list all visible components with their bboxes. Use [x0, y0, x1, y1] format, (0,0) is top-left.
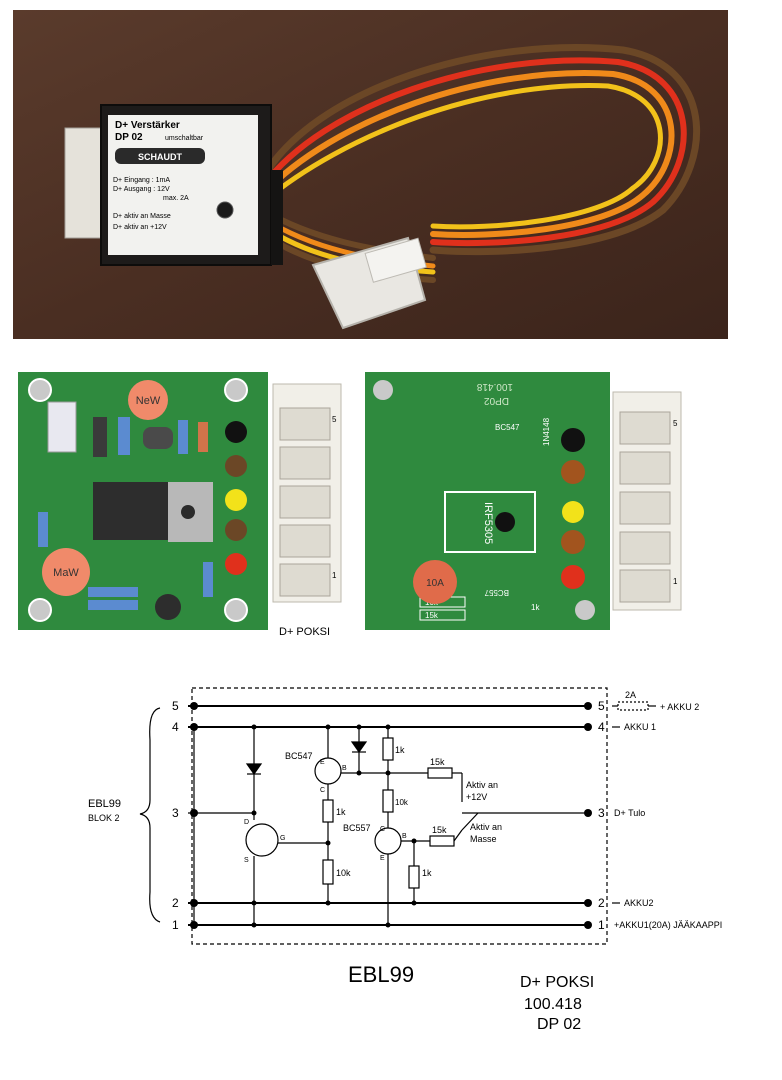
mosfet-heatsink	[93, 482, 173, 540]
fuse-label: 2A	[625, 690, 636, 700]
mosfet-pin-g: G	[280, 835, 285, 842]
ebl99-label: EBL99	[88, 798, 121, 810]
akku1-fridge-label: +AKKU1(20A) JÄÄKAAPPI	[614, 920, 722, 930]
silk-irf: IRF5305	[482, 502, 494, 544]
back-pin-5-label: 5	[673, 419, 678, 428]
bc557-pin-c: C	[380, 826, 385, 833]
bc557-pin-e: E	[380, 855, 385, 862]
akku2-top-label: + AKKU 2	[660, 702, 699, 712]
spec-input: D+ Eingang : 1mA	[113, 177, 170, 184]
photo-pcb-component-side: NeW MaW 5 1	[18, 372, 354, 630]
brand-text: SCHAUDT	[138, 152, 183, 162]
right-pin-3: 3	[598, 806, 605, 820]
switch-hole	[216, 201, 234, 219]
diode-1	[245, 763, 263, 776]
akku1-label: AKKU 1	[624, 722, 656, 732]
right-pin-4: 4	[598, 720, 605, 734]
r15k-b-label: 15k	[432, 825, 447, 835]
bc547-pin-e: E	[320, 759, 325, 766]
r15k-a-label: 15k	[430, 757, 445, 767]
silk-1n4148: 1N4148	[542, 417, 551, 446]
resistor-1k-c	[408, 865, 420, 889]
left-pin-5: 5	[172, 699, 179, 713]
sticker-new-text: NeW	[136, 395, 161, 407]
poksi-label: D+ POKSI	[279, 626, 331, 638]
module-label-plate	[108, 115, 258, 255]
left-pin-3: 3	[172, 806, 179, 820]
diode-2	[350, 741, 368, 754]
bc557-label: BC557	[343, 823, 371, 833]
r10k-a-label: 10k	[336, 868, 351, 878]
mosfet-pin-d: D	[244, 819, 249, 826]
right-pin-1: 1	[598, 918, 605, 932]
aktiv-12v-line2: +12V	[466, 792, 487, 802]
footer-line-3: DP 02	[537, 1016, 582, 1033]
mosfet-symbol	[245, 823, 279, 857]
resistor-10k-b	[382, 789, 394, 813]
terminal-connector-back: 5 1	[612, 391, 682, 611]
silk-id: 100.418	[476, 381, 513, 392]
bc547-pin-c: C	[320, 787, 325, 794]
fuse-2a	[617, 701, 649, 711]
sticker-maw	[42, 548, 90, 596]
ebl99-title: EBL99	[348, 962, 415, 987]
left-pin-4: 4	[172, 720, 179, 734]
module-mode: umschaltbar	[165, 135, 204, 142]
module-title: D+ Verstärker	[115, 120, 180, 131]
right-pin-2: 2	[598, 896, 605, 910]
silk-bc547: BC547	[495, 423, 520, 432]
left-pin-1: 1	[172, 918, 179, 932]
silk-15k: 15k	[425, 611, 439, 620]
circuit-schematic: 5 4 3 2 1 5 4 3 2 1 EBL99 BLOK 2 2A + AK…	[88, 687, 722, 945]
r1k-a-label: 1k	[336, 807, 346, 817]
mosfet-pin-s: S	[244, 857, 249, 864]
right-pin-5: 5	[598, 699, 605, 713]
bc547-label: BC547	[285, 751, 313, 761]
bc547-pin-b: B	[342, 765, 347, 772]
pin-5-label: 5	[332, 415, 337, 424]
r1k-b-label: 1k	[395, 745, 405, 755]
footer-line-2: 100.418	[524, 996, 582, 1013]
mode-masse: D+ aktiv an Masse	[113, 213, 171, 220]
terminal-connector: 5 1	[272, 383, 342, 603]
spec-max: max. 2A	[163, 195, 189, 202]
aktiv-12v-line1: Aktiv an	[466, 780, 498, 790]
sticker-maw-text: MaW	[53, 567, 79, 579]
sticker-new	[128, 380, 168, 420]
aktiv-masse-line2: Masse	[470, 834, 497, 844]
mode-12v: D+ aktiv an +12V	[113, 224, 167, 231]
photo-pcb-solder-side: 100.418 DP02 BC547 1N4148 IRF5305 BC557 …	[365, 372, 693, 630]
switch-masse	[461, 812, 479, 831]
photo-amplifier-module: D+ Verstärker DP 02 umschaltbar SCHAUDT …	[13, 10, 728, 339]
silk-dp: DP02	[484, 395, 509, 406]
resistor-1k-b	[382, 737, 394, 761]
aktiv-masse-line1: Aktiv an	[470, 822, 502, 832]
bc557-symbol	[374, 827, 402, 855]
pin-1-label: 1	[332, 571, 337, 580]
d-tulo-label: D+ Tulo	[614, 808, 645, 818]
fuse-sticker-text: 10A	[426, 578, 444, 589]
resistor-15k-b	[429, 835, 455, 847]
bc557-pin-b: B	[402, 833, 407, 840]
r10k-b-label: 10k	[395, 798, 409, 807]
spec-output: D+ Ausgang : 12V	[113, 186, 170, 193]
white-connector	[311, 236, 427, 330]
fuse-sticker	[413, 560, 457, 604]
left-pin-2: 2	[172, 896, 179, 910]
bc547-symbol	[314, 757, 342, 785]
akku2-label: AKKU2	[624, 898, 654, 908]
blok-label: BLOK 2	[88, 813, 120, 823]
footer-line-1: D+ POKSI	[520, 974, 595, 991]
resistor-10k-a	[322, 859, 334, 885]
back-pin-1-label: 1	[673, 577, 678, 586]
silk-1k: 1k	[531, 603, 540, 612]
resistor-15k-a	[427, 767, 453, 779]
module-model: DP 02	[115, 132, 143, 143]
r1k-c-label: 1k	[422, 868, 432, 878]
silk-bc557: BC557	[484, 588, 509, 597]
resistor-1k-a	[322, 799, 334, 823]
brace-ebl99	[139, 707, 161, 923]
module-housing: D+ Verstärker DP 02 umschaltbar SCHAUDT …	[64, 104, 283, 266]
brand-logo	[115, 148, 205, 164]
